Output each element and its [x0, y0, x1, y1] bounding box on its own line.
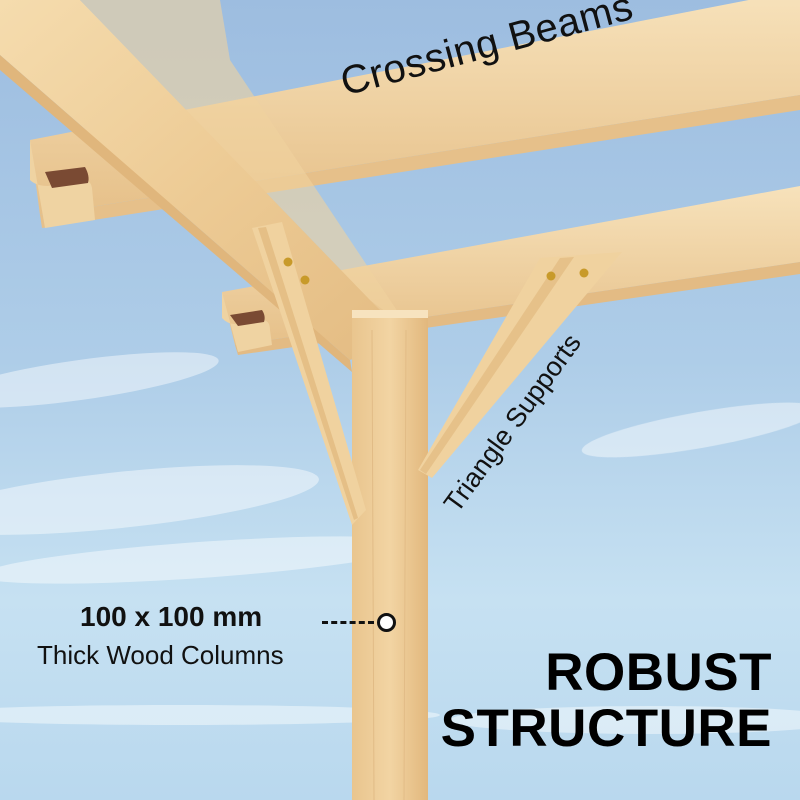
bolt	[546, 271, 556, 281]
headline-line-2: STRUCTURE	[440, 699, 772, 758]
headline-line-1: ROBUST	[545, 643, 772, 702]
leader-line	[322, 621, 374, 624]
column-description-label: Thick Wood Columns	[37, 640, 284, 670]
bolt	[300, 275, 310, 285]
leader-dot-marker	[377, 613, 396, 632]
triangle-support-right	[418, 252, 622, 478]
column-dimension-label: 100 x 100 mm	[80, 601, 263, 632]
bolt	[283, 257, 293, 267]
wood-column	[352, 310, 428, 800]
bolt	[579, 268, 589, 278]
main-diagonal-beam	[0, 0, 410, 360]
headline: ROBUST STRUCTURE	[441, 645, 772, 757]
